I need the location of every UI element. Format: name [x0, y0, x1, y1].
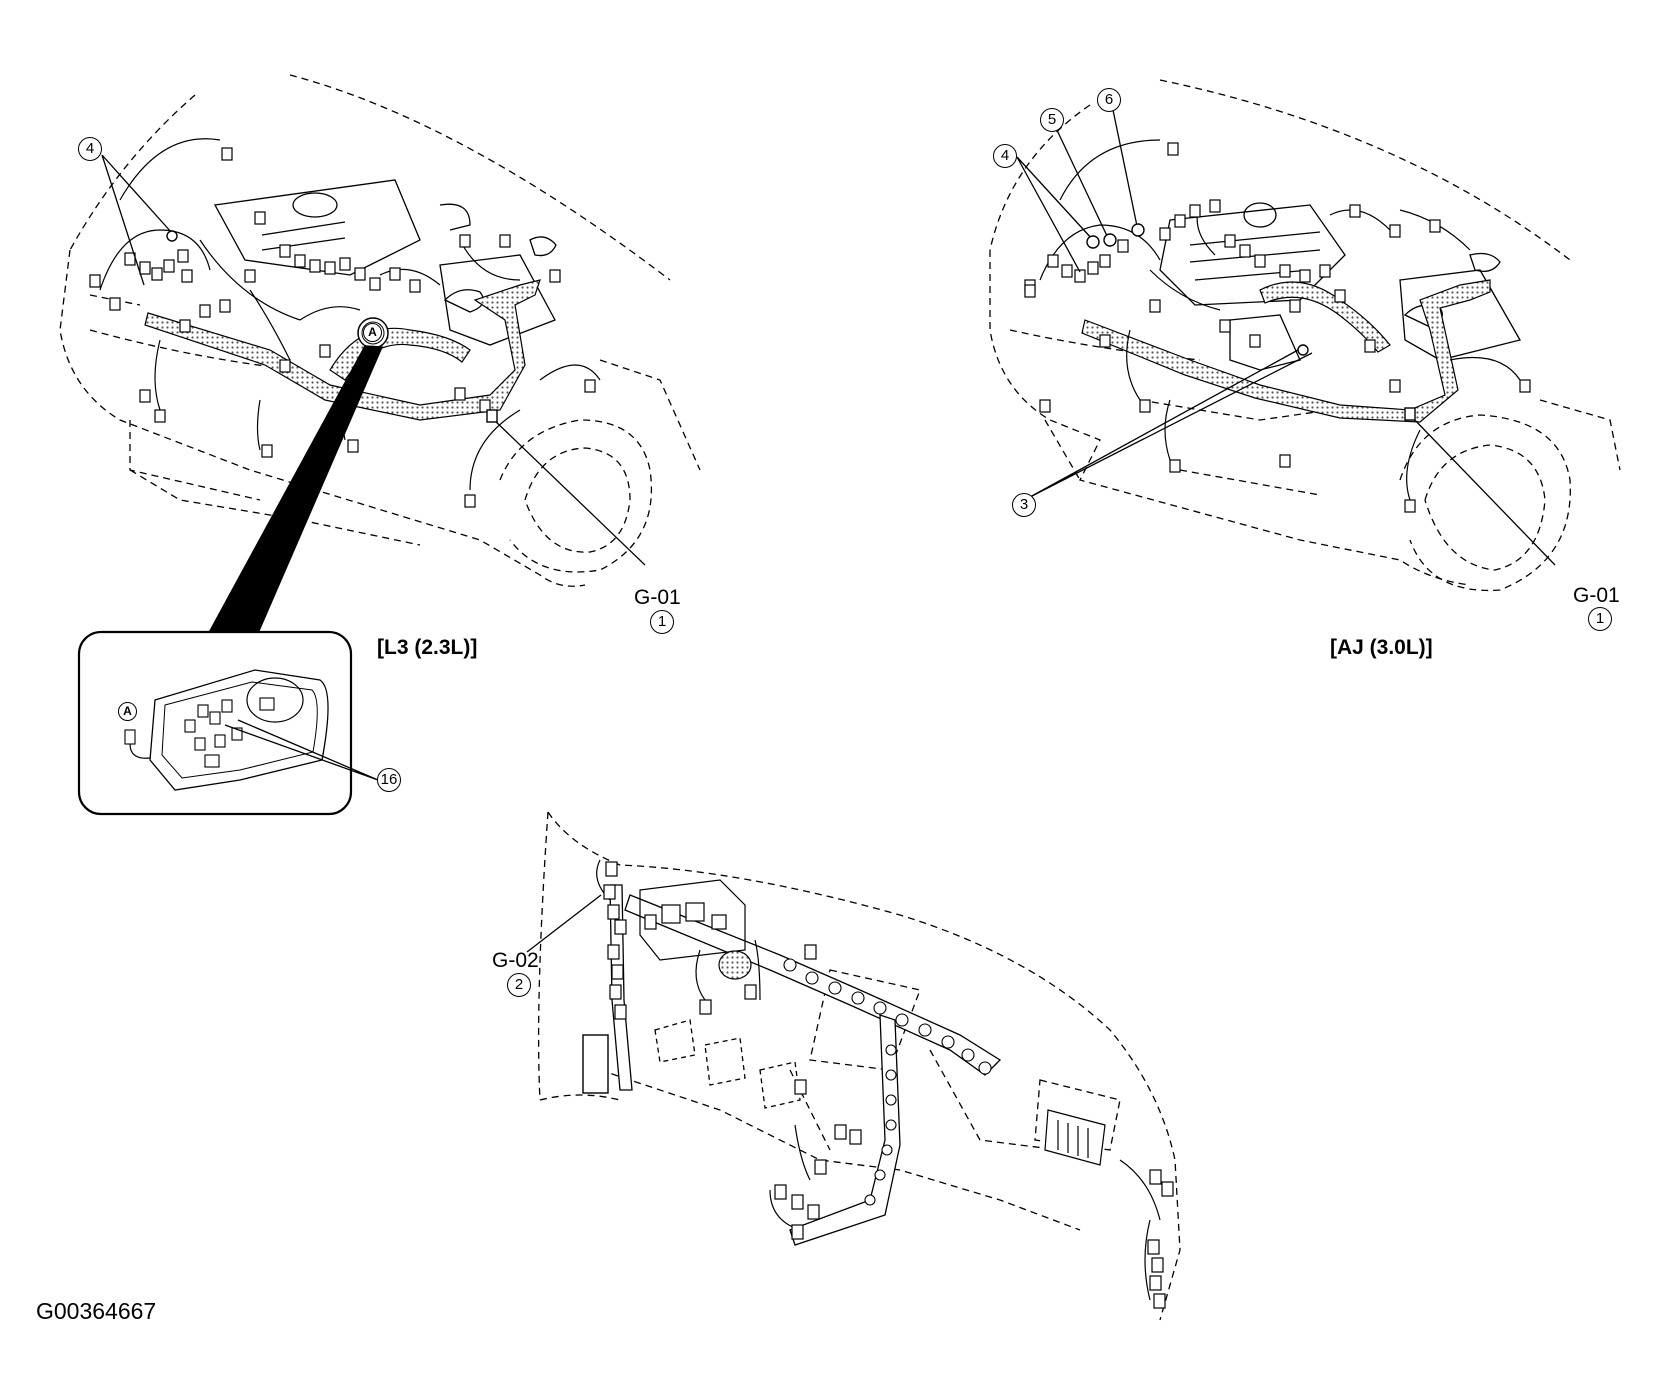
l3-detail-a-label-inset: A: [118, 702, 137, 721]
l3-detail-box: [77, 630, 379, 816]
l3-ground-code: G-01: [634, 586, 681, 609]
dash-harness-center: [789, 1014, 901, 1246]
l3-callout-16: 16: [377, 768, 401, 792]
l3-wires: [99, 138, 601, 491]
dash-right-connector-block: [1044, 1109, 1106, 1166]
dash-ground-leader: [526, 894, 602, 953]
figure-id: G00364667: [36, 1298, 157, 1324]
l3-callout-4-leaders: [101, 154, 173, 286]
dash-fuse-block: [582, 1034, 609, 1094]
aj-engine-bay-view: [989, 79, 1621, 592]
aj-harness-band: [1081, 279, 1491, 423]
l3-body-outline: [59, 74, 701, 587]
aj-ground-code: G-01: [1573, 584, 1620, 607]
aj-callout-5-leader: [1055, 127, 1109, 239]
dash-harness-clips: [783, 958, 992, 1075]
aj-harness-band-upper: [1259, 281, 1391, 353]
dash-body-outline: [537, 811, 1181, 1321]
aj-wires: [1039, 139, 1521, 501]
l3-ground-ref: 1: [650, 610, 674, 634]
l3-detail-pointer: [203, 345, 384, 641]
l3-view-caption: [L3 (2.3L)]: [377, 636, 478, 659]
aj-body-outline: [989, 79, 1621, 592]
dash-ground-ref: 2: [507, 973, 531, 997]
aj-callout-6-leader: [1112, 109, 1138, 227]
l3-callout-16-leaders: [224, 719, 379, 781]
l3-engine-bay-view: [59, 74, 701, 641]
aj-callout-5: 5: [1040, 108, 1064, 132]
aj-callout-3-leaders: [1029, 349, 1313, 498]
l3-engine-components: [213, 179, 557, 346]
dash-junction-box: [639, 879, 752, 980]
aj-callout-6: 6: [1097, 88, 1121, 112]
aj-view-caption: [AJ (3.0L)]: [1330, 636, 1433, 659]
dash-wires: [596, 859, 1161, 1301]
dashboard-view: [526, 811, 1181, 1321]
aj-callout-3: 3: [1012, 493, 1036, 517]
aj-ground-leader: [1409, 414, 1556, 566]
dash-pedals: [654, 1019, 801, 1109]
l3-connectors: [89, 147, 596, 508]
aj-callout-4-leaders: [1016, 156, 1094, 273]
aj-connectors: [1024, 142, 1531, 513]
aj-callout-4: 4: [993, 144, 1017, 168]
dash-ground-code: G-02: [492, 949, 539, 972]
l3-detail-a-label-main: A: [363, 323, 382, 342]
l3-ground-leader: [491, 417, 646, 566]
l3-callout-4: 4: [78, 137, 102, 161]
dash-connectors: [603, 861, 1174, 1309]
aj-ground-ref: 1: [1588, 607, 1612, 631]
dash-harness-main: [624, 894, 1002, 1076]
